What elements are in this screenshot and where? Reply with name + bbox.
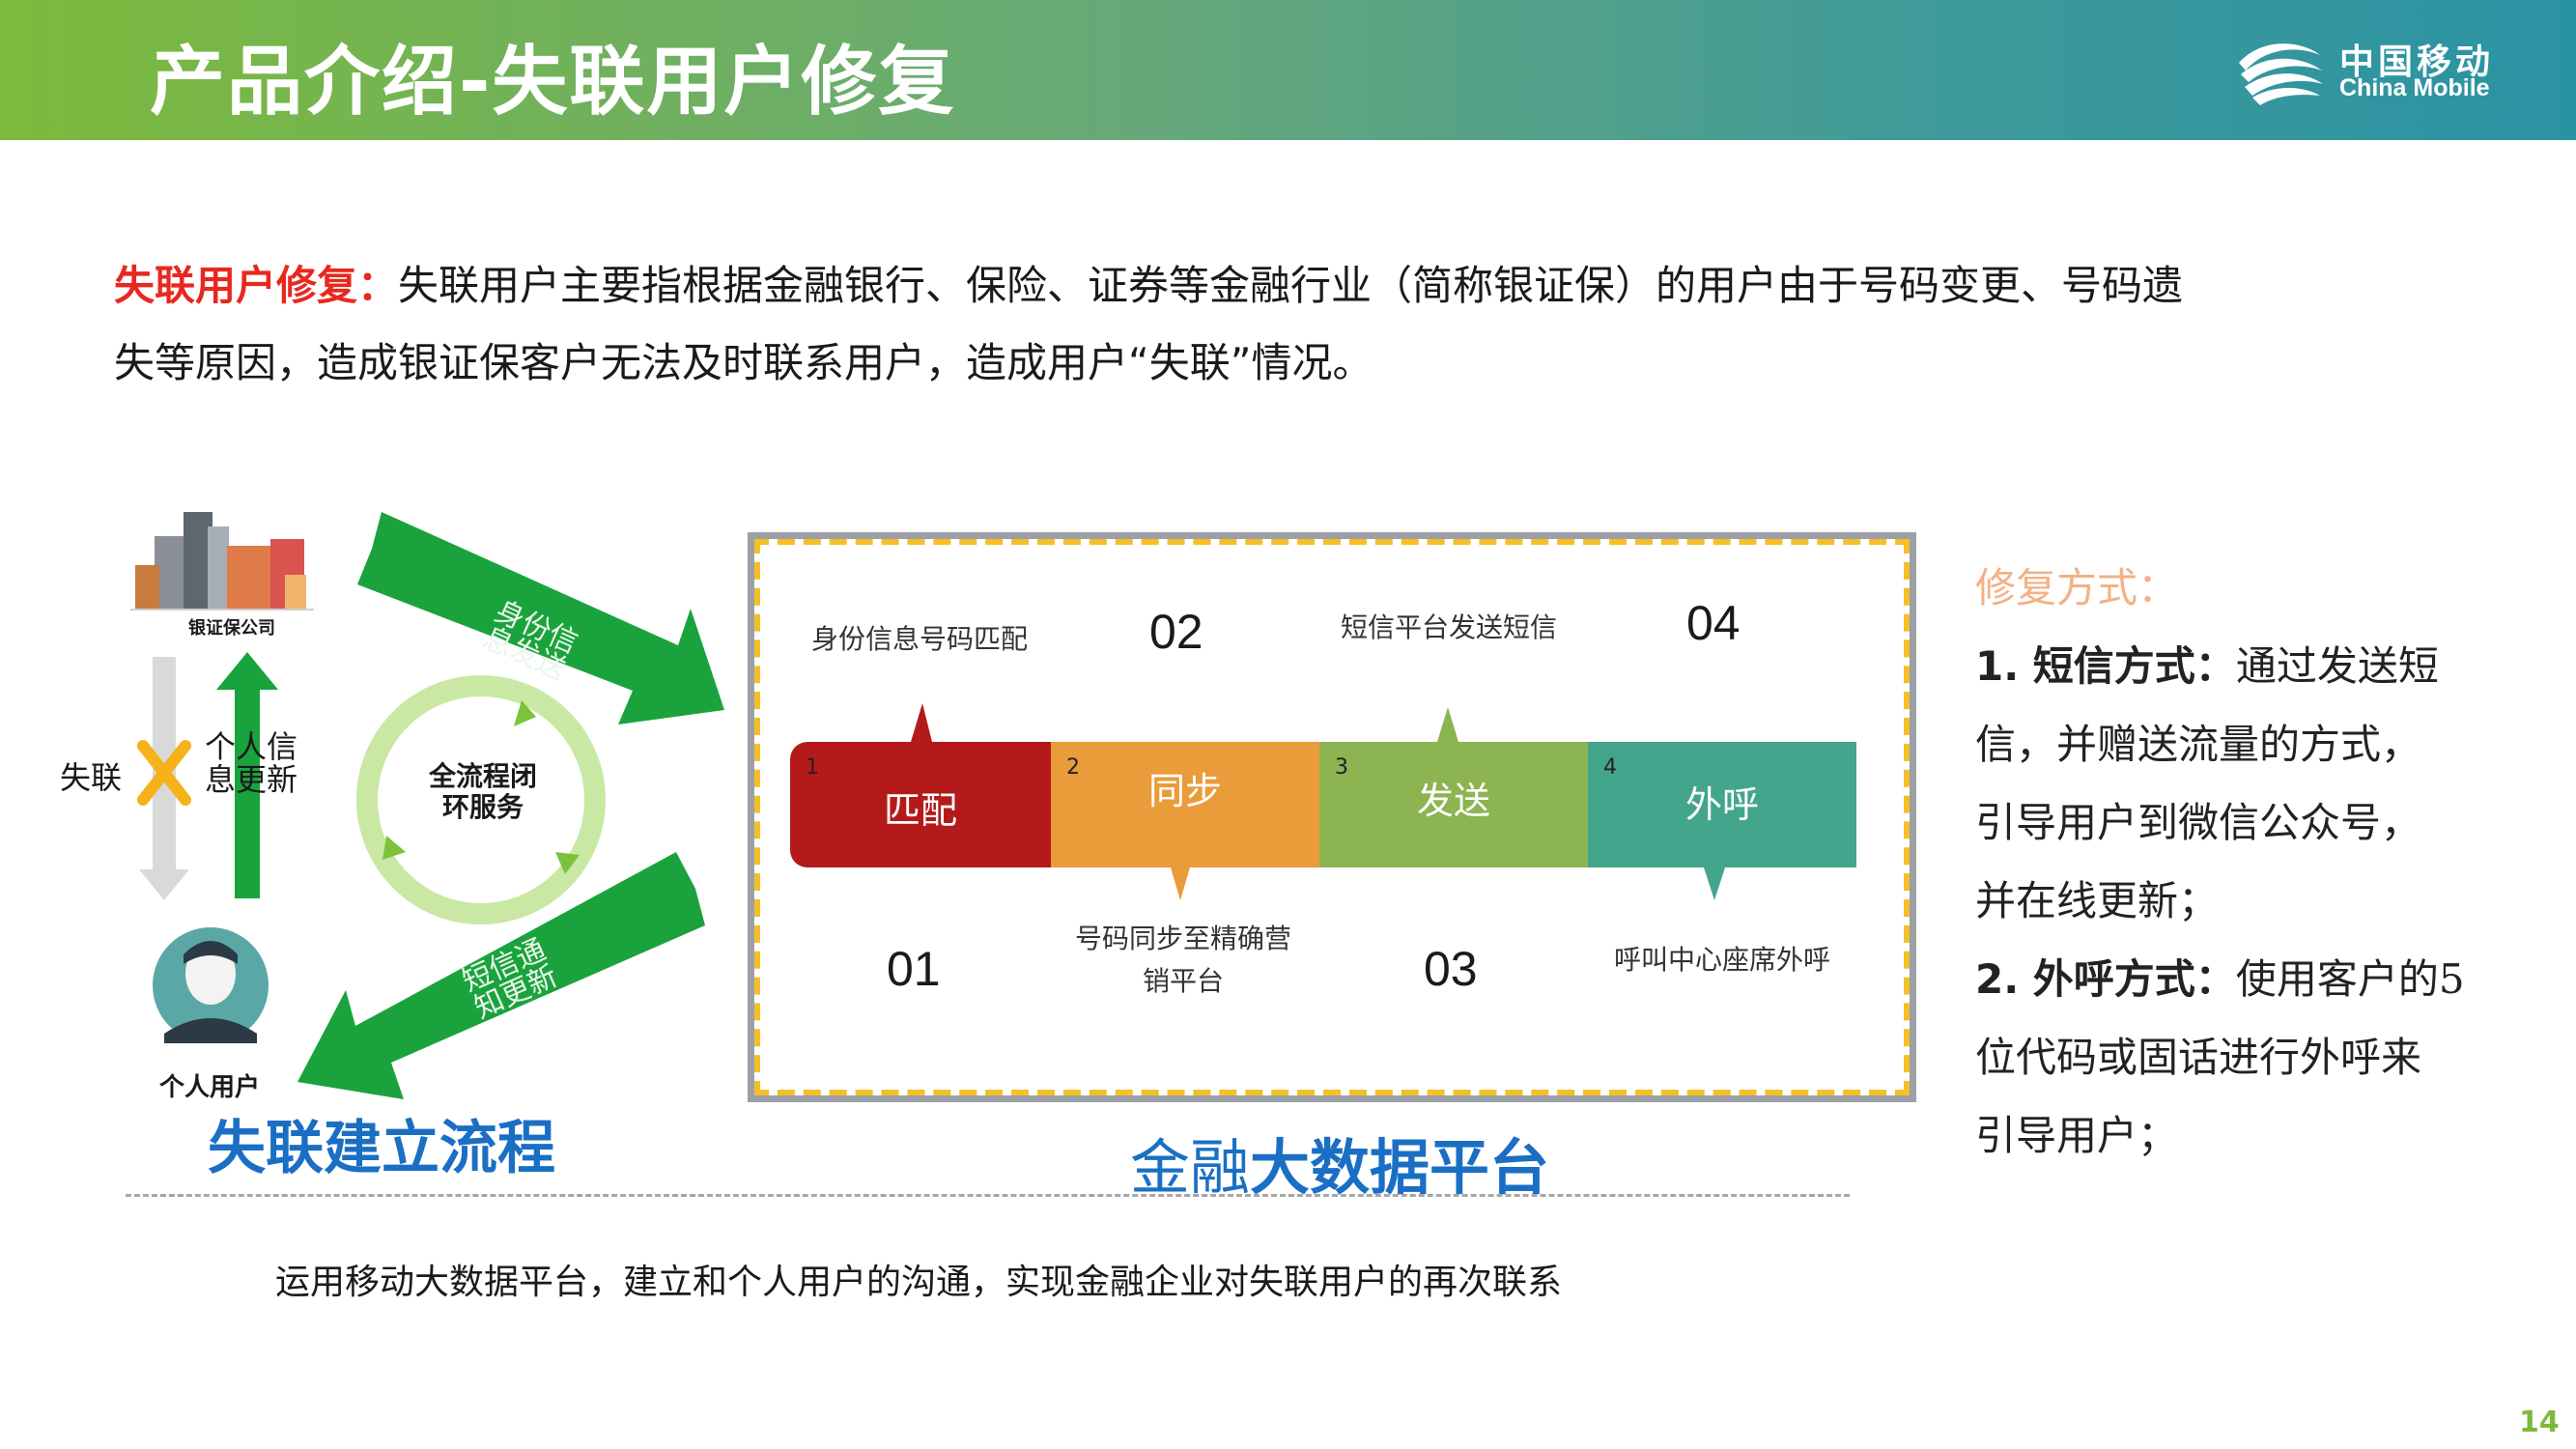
step-3-note: 短信平台发送短信 (1340, 611, 1557, 643)
info-send-arrow (357, 512, 724, 724)
step-2-note-line-2: 销平台 (1142, 965, 1224, 997)
step-pointers (911, 703, 1725, 900)
big-data-platform-box (748, 532, 1916, 1102)
method-1-label: 1. 短信方式： (1975, 642, 2236, 690)
method-1-text-c: 引导用户到微信公众号， (1975, 799, 2422, 846)
step-2-note-line-1: 号码同步至精确营 (1074, 923, 1291, 954)
step-2-name: 同步 (1147, 770, 1222, 812)
step-2-number: 2 (1066, 755, 1080, 780)
intro-line-1: 失联用户主要指根据金融银行、保险、证券等金融行业（简称银证保）的用户由于号码变更… (398, 262, 2184, 309)
sms-notify-arrow (297, 852, 705, 1099)
method-2-text-b: 位代码或固话进行外呼来 (1975, 1034, 2422, 1081)
step-1-big-number: 01 (887, 942, 941, 996)
step-4-segment: 4 外呼 (1588, 742, 1856, 867)
china-mobile-logo-icon (2239, 43, 2323, 105)
user-caption: 个人用户 (159, 1073, 261, 1102)
update-label-line-1: 个人信 (205, 728, 298, 765)
intro-keyword: 失联用户修复： (114, 262, 399, 309)
update-label: 个人信 息更新 (205, 730, 297, 796)
step-2-note: 号码同步至精确营 销平台 (1053, 918, 1314, 1003)
step-2-pointer (1171, 867, 1190, 900)
company-caption: 银证保公司 (188, 618, 275, 639)
step-3-segment: 3 发送 (1319, 742, 1588, 867)
lost-contact-flow-diagram (130, 512, 724, 1099)
step-3-name: 发送 (1416, 780, 1490, 822)
dashed-divider (126, 1194, 1850, 1197)
cross-icon (137, 740, 191, 806)
step-1-note: 身份信息号码匹配 (810, 623, 1028, 655)
intro-paragraph: 失联用户修复：失联用户主要指根据金融银行、保险、证券等金融行业（简称银证保）的用… (114, 247, 2335, 402)
update-label-line-2: 息更新 (205, 761, 298, 798)
closed-loop-cycle-icon (356, 675, 606, 924)
header-banner (0, 0, 2576, 140)
step-4-name: 外呼 (1684, 783, 1759, 826)
method-1-text-d: 并在线更新； (1975, 877, 2220, 924)
step-4-big-number: 04 (1686, 596, 1741, 650)
footer-summary: 运用移动大数据平台，建立和个人用户的沟通，实现金融企业对失联用户的再次联系 (275, 1263, 1563, 1302)
method-2-label: 2. 外呼方式： (1975, 955, 2236, 1003)
method-2-text-a: 使用客户的5 (2235, 955, 2465, 1003)
platform-title-thin: 金融 (1130, 1132, 1251, 1203)
step-1-segment: 1 匹配 (790, 742, 1051, 867)
building-icon (130, 512, 314, 611)
step-3-pointer (1437, 707, 1458, 742)
user-avatar-icon (153, 927, 269, 1043)
page-number: 14 (2519, 1406, 2560, 1439)
lost-flow-title: 失联建立流程 (208, 1115, 555, 1182)
method-1-text-b: 信，并赠送流量的方式， (1975, 721, 2422, 768)
cycle-label: 全流程闭环服务 (428, 760, 537, 823)
step-2-big-number: 02 (1149, 605, 1203, 659)
step-1-number: 1 (806, 755, 819, 780)
china-mobile-logo: 中国移动 China Mobile (2231, 34, 2521, 111)
step-3-big-number: 03 (1424, 942, 1478, 996)
step-4-pointer (1704, 867, 1725, 900)
method-2-text-c: 引导用户； (1975, 1112, 2179, 1159)
repair-methods-panel: 修复方式： 1. 短信方式：通过发送短 信，并赠送流量的方式， 引导用户到微信公… (1975, 549, 2516, 1175)
step-2-segment: 2 同步 (1051, 742, 1319, 867)
step-1-name: 匹配 (883, 789, 957, 832)
platform-title: 金融大数据平台 (1130, 1119, 1549, 1206)
logo-english-text: China Mobile (2339, 74, 2490, 101)
method-1: 1. 短信方式：通过发送短 信，并赠送流量的方式， 引导用户到微信公众号， 并在… (1975, 627, 2516, 940)
lost-label: 失联 (60, 759, 123, 796)
intro-line-2: 失等原因，造成银证保客户无法及时联系用户，造成用户“失联”情况。 (114, 339, 1373, 386)
method-2: 2. 外呼方式：使用客户的5 位代码或固话进行外呼来 引导用户； (1975, 940, 2516, 1175)
platform-title-bold: 大数据平台 (1250, 1132, 1550, 1203)
step-3-number: 3 (1335, 755, 1348, 780)
logo-chinese-text: 中国移动 (2339, 43, 2495, 82)
step-4-number: 4 (1603, 755, 1617, 780)
step-1-pointer (911, 703, 932, 742)
methods-title: 修复方式： (1975, 564, 2179, 611)
page-title: 产品介绍-失联用户修复 (150, 39, 956, 126)
method-1-text-a: 通过发送短 (2235, 642, 2439, 690)
update-up-arrow (216, 652, 278, 898)
step-4-note: 呼叫中心座席外呼 (1613, 944, 1830, 976)
